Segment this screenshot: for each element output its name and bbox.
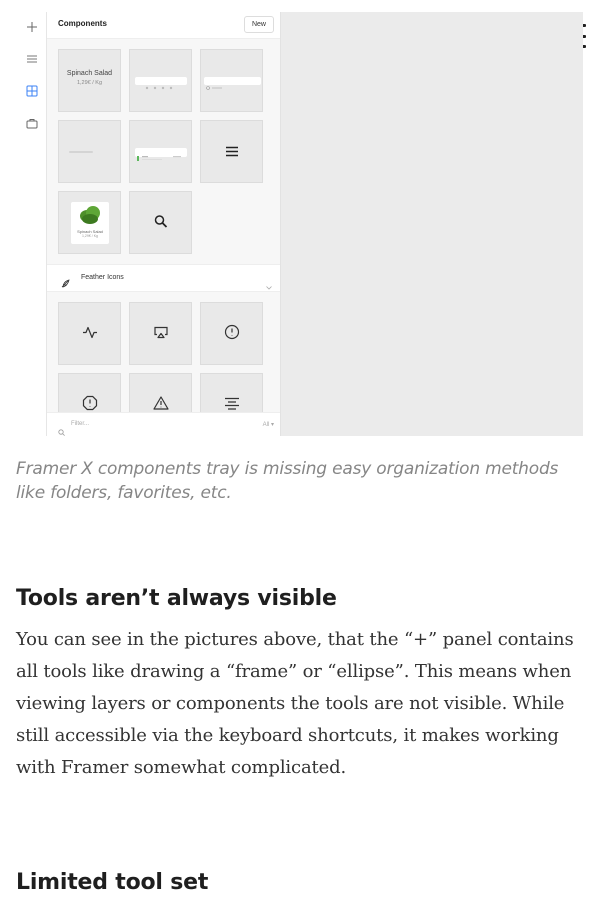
menu-icon xyxy=(225,142,239,161)
search-icon xyxy=(154,213,168,232)
component-tile-product-card[interactable]: Spinach Salad 1,29€ / Kg xyxy=(58,191,121,254)
alert-octagon-icon xyxy=(82,395,98,415)
search-icon xyxy=(58,421,65,436)
component-tile-search-bar[interactable] xyxy=(200,49,263,112)
mini-search-preview xyxy=(204,77,261,90)
align-center-icon xyxy=(224,395,240,414)
mini-text-preview xyxy=(69,151,93,153)
component-tile-toolbar[interactable] xyxy=(129,49,192,112)
filter-scope-select[interactable]: All ▾ xyxy=(262,422,274,428)
panel-title: Components xyxy=(58,19,107,28)
list-icon xyxy=(25,52,39,66)
component-tile-menu[interactable] xyxy=(200,120,263,183)
component-tile-text[interactable] xyxy=(58,120,121,183)
panel-header: Components New xyxy=(47,12,280,39)
filter-bar[interactable]: Filter... All ▾ xyxy=(47,412,280,436)
grid-icon xyxy=(25,84,39,98)
activity-icon xyxy=(82,324,98,343)
new-button[interactable]: New xyxy=(243,16,274,33)
product-card-preview: Spinach Salad 1,29€ / Kg xyxy=(71,202,109,244)
icon-tile-activity[interactable] xyxy=(58,302,121,365)
feather-icon xyxy=(61,273,70,292)
alert-triangle-icon xyxy=(152,395,169,414)
filter-input[interactable]: Filter... xyxy=(71,421,90,427)
chevron-down-icon xyxy=(266,275,272,294)
mini-list-preview xyxy=(135,148,187,161)
card-price: 1,29€ / Kg xyxy=(82,234,98,238)
alert-circle-icon xyxy=(224,324,240,344)
component-tile-list-item[interactable] xyxy=(129,120,192,183)
section-heading-limited-tools: Limited tool set xyxy=(16,870,209,895)
briefcase-icon xyxy=(25,116,39,130)
tile-price: 1,29€ / Kg xyxy=(76,80,103,86)
section-label: Feather Icons xyxy=(81,274,124,281)
airplay-icon xyxy=(153,324,169,343)
icon-tile-alert-circle[interactable] xyxy=(200,302,263,365)
card-title: Spinach Salad xyxy=(77,229,103,234)
icon-tile-airplay[interactable] xyxy=(129,302,192,365)
tile-title: Spinach Salad xyxy=(66,70,113,77)
figure-caption: Framer X components tray is missing easy… xyxy=(16,459,559,503)
feather-icons-section[interactable]: Feather Icons xyxy=(47,264,280,292)
filter-scope-label: All xyxy=(262,422,270,428)
framer-screenshot: Components New Spinach Salad 1,29€ / Kg xyxy=(16,12,583,436)
tool-rail xyxy=(16,12,46,436)
plus-icon xyxy=(25,20,39,34)
rail-divider xyxy=(46,12,47,436)
section-body-tools: You can see in the pictures above, that … xyxy=(16,629,574,778)
spinach-image-icon xyxy=(78,204,102,230)
section-heading-tools: Tools aren’t always visible xyxy=(16,586,337,611)
component-tile-search[interactable] xyxy=(129,191,192,254)
mini-toolbar-preview xyxy=(135,77,187,90)
components-panel: Components New Spinach Salad 1,29€ / Kg xyxy=(47,12,281,436)
component-tile-spinach[interactable]: Spinach Salad 1,29€ / Kg xyxy=(58,49,121,112)
